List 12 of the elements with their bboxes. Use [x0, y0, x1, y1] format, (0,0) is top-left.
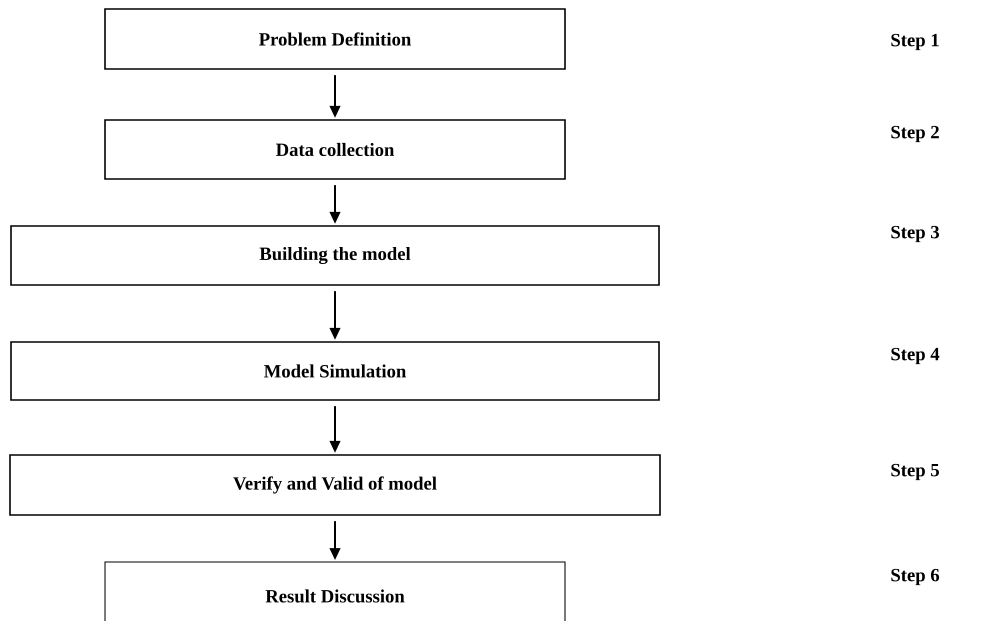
step-label: Step 2: [891, 126, 939, 142]
step-label: Step 3: [891, 226, 939, 242]
step-label: Step 6: [891, 568, 940, 586]
process-box: Data collection: [104, 119, 566, 180]
process-box: Verify and Valid of model: [9, 454, 661, 516]
step-label: Step 1: [891, 34, 939, 50]
process-box: Model Simulation: [10, 341, 660, 401]
process-box: Building the model: [10, 225, 660, 286]
process-box: Problem Definition: [104, 8, 566, 70]
step-label: Step 5: [891, 464, 939, 480]
step-label: Step 4: [891, 348, 940, 364]
process-box: Result Discussion: [104, 561, 566, 621]
